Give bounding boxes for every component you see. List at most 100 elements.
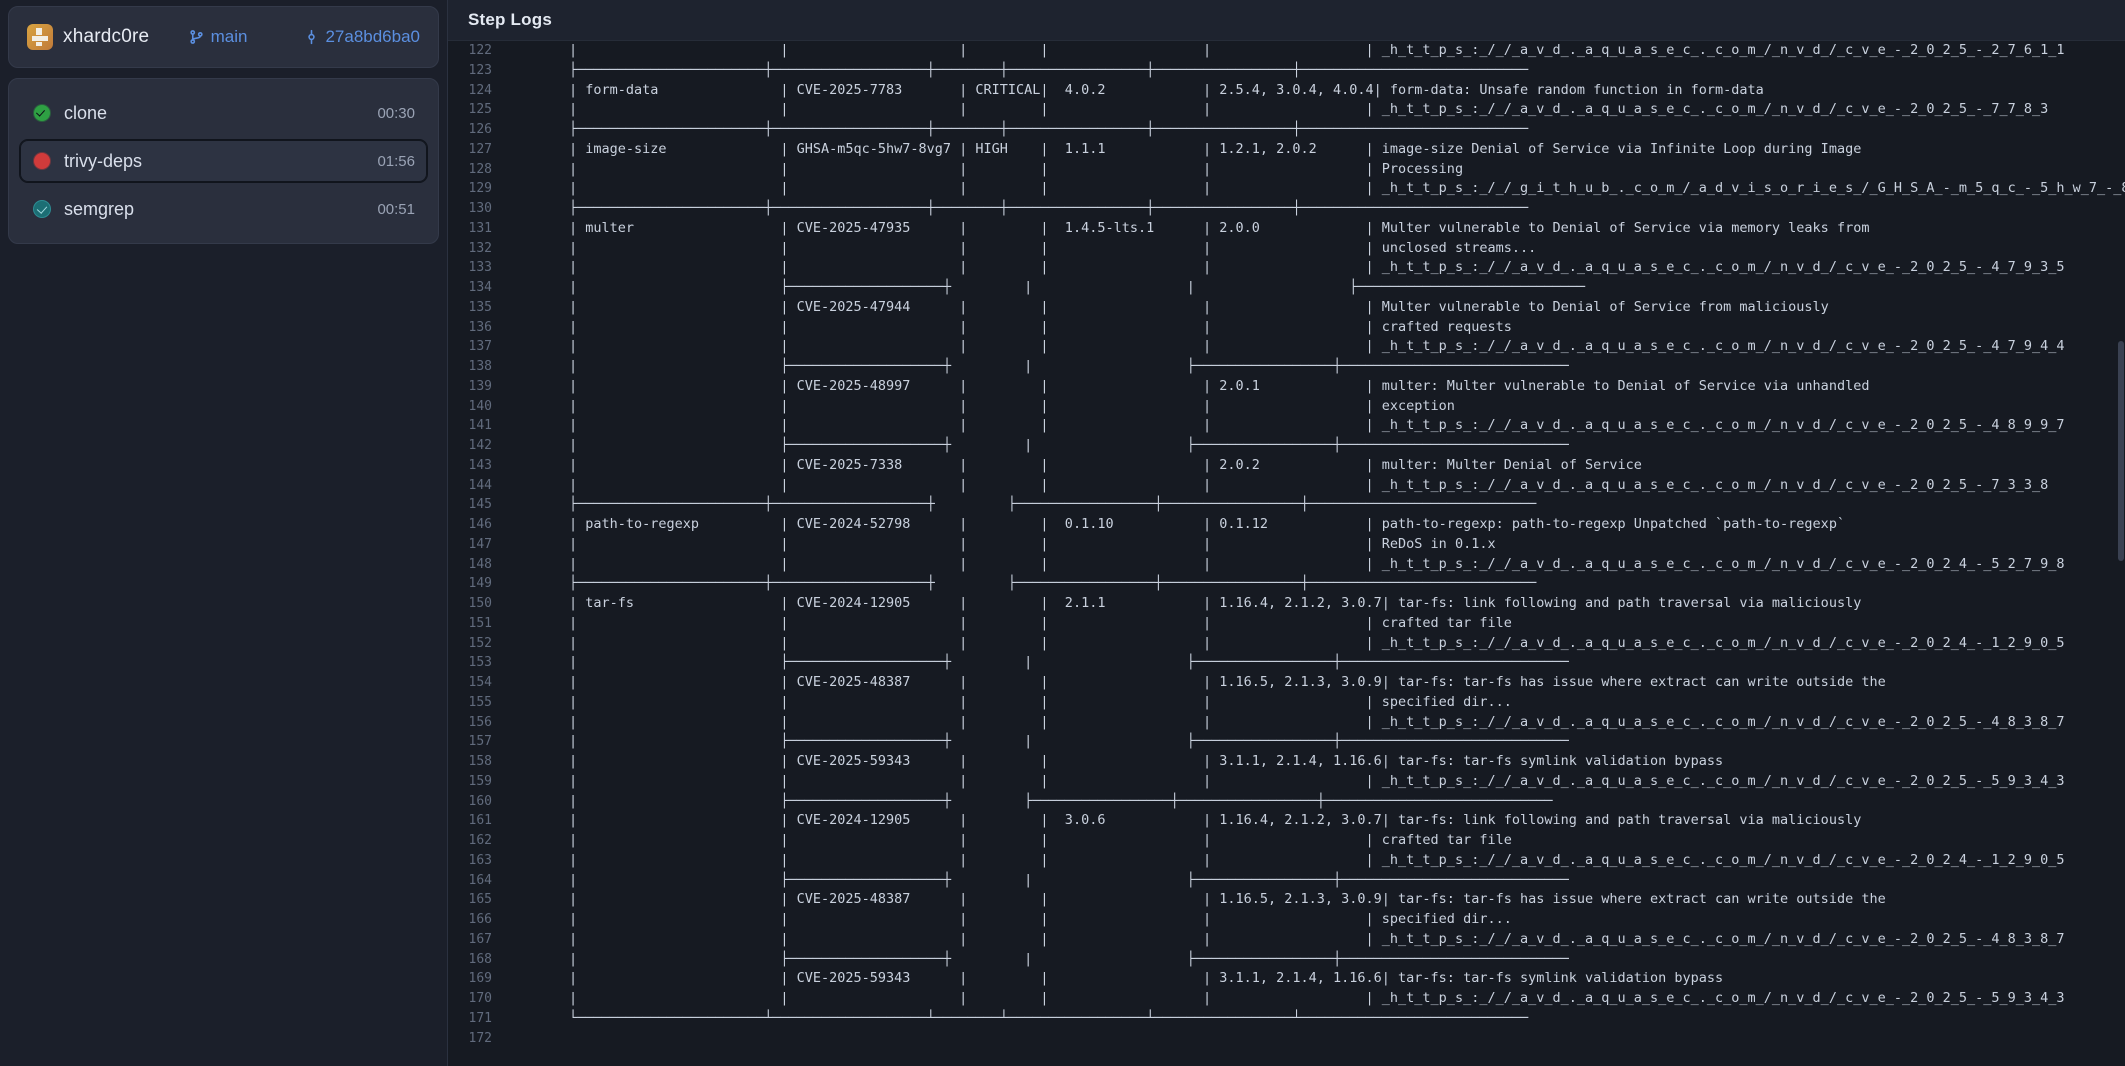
log-line-content: | | CVE-2025-48387 | | | 1.16.5, 2.1.3, …	[504, 891, 1886, 908]
log-line: 139 | | CVE-2025-48997 | | | 2.0.1 | mul…	[448, 377, 2125, 397]
log-line-content: | path-to-regexp | CVE-2024-52798 | | 0.…	[504, 516, 1846, 532]
log-line: 134 | ├───────────────────┼ | | ├───────…	[448, 278, 2125, 298]
log-line-number: 168	[468, 951, 492, 967]
log-line-number: 147	[468, 536, 492, 552]
log-line-content: | | | | | | ̲h̲t̲t̲p̲s̲:̲/̲/̲a̲v̲d̲.̲a̲q…	[504, 476, 2049, 493]
log-line-number: 143	[468, 457, 492, 473]
step-logs-header: Step Logs	[448, 0, 2125, 41]
log-line-number: 141	[468, 418, 492, 434]
log-line-number: 142	[468, 438, 492, 453]
step-name: semgrep	[64, 198, 135, 219]
log-output[interactable]: 122 | | | | | | ̲h̲t̲t̲p̲s̲:̲/̲/̲a̲v̲d̲.…	[448, 41, 2125, 1066]
log-line-number: 169	[468, 971, 492, 987]
log-line-number: 164	[468, 872, 492, 888]
log-line-number: 135	[468, 299, 492, 315]
log-line: 170 | | | | | | ̲h̲t̲t̲p̲s̲:̲/̲/̲a̲v̲d̲.…	[448, 989, 2125, 1009]
log-line: 152 | | | | | | ̲h̲t̲t̲p̲s̲:̲/̲/̲a̲v̲d̲.…	[448, 634, 2125, 654]
commit-indicator[interactable]: 27a8bd6ba0	[305, 27, 420, 47]
commit-sha: 27a8bd6ba0	[325, 27, 420, 46]
log-line-content: | | | | | | ̲h̲t̲t̲p̲s̲:̲/̲/̲g̲i̲t̲h̲u̲b…	[504, 180, 2125, 197]
log-line: 172	[448, 1029, 2125, 1049]
log-line: 147 | | | | | | ReDoS in 0.1.x	[448, 535, 2125, 555]
log-line-content: | ├───────────────────┼ | ├─────────────…	[504, 871, 1569, 888]
log-line-number: 163	[468, 852, 492, 868]
log-line-content: | | | | | | exception	[504, 397, 1455, 414]
log-line-number: 150	[468, 596, 492, 611]
sidebar-step-clone[interactable]: clone 00:30	[19, 91, 428, 135]
step-name: trivy-deps	[64, 150, 143, 171]
sidebar-step-trivy-deps[interactable]: trivy-deps 01:56	[19, 139, 428, 183]
log-line: 154 | | CVE-2025-48387 | | | 1.16.5, 2.1…	[448, 673, 2125, 693]
log-line-number: 132	[468, 240, 492, 256]
log-line-number: 130	[468, 201, 492, 216]
log-line: 155 | | | | | | specified dir...	[448, 693, 2125, 713]
sidebar-step-semgrep[interactable]: semgrep 00:51	[19, 187, 428, 231]
log-line-content: | | | | | | specified dir...	[504, 693, 1512, 710]
log-line: 164 | ├───────────────────┼ | ├─────────…	[448, 871, 2125, 891]
log-line-content: | multer | CVE-2025-47935 | | 1.4.5-lts.…	[504, 219, 1870, 236]
log-line-number: 134	[468, 280, 492, 295]
log-line-number: 157	[468, 734, 492, 750]
log-line-number: 126	[468, 122, 492, 137]
log-line-number: 129	[468, 181, 492, 197]
log-line-content: | | | | | | ̲h̲t̲t̲p̲s̲:̲/̲/̲a̲v̲d̲.̲a̲q…	[504, 772, 2065, 789]
log-line-content: ├───────────────────────┼───────────────…	[504, 121, 1529, 137]
log-line-number: 149	[468, 576, 492, 592]
log-line-content: | | CVE-2025-7338 | | | 2.0.2 | multer: …	[504, 456, 1642, 473]
log-line: 151 | | | | | | crafted tar file	[448, 614, 2125, 634]
log-line: 126 ├───────────────────────┼───────────…	[448, 120, 2125, 140]
log-line: 133 | | | | | | ̲h̲t̲t̲p̲s̲:̲/̲/̲a̲v̲d̲.…	[448, 258, 2125, 278]
page-title: Step Logs	[468, 10, 552, 29]
log-line: 143 | | CVE-2025-7338 | | | 2.0.2 | mult…	[448, 456, 2125, 476]
log-line: 157 | ├───────────────────┼ | ├─────────…	[448, 732, 2125, 752]
log-line-content: | tar-fs | CVE-2024-12905 | | 2.1.1 | 1.…	[504, 595, 1862, 611]
log-line: 135 | | CVE-2025-47944 | | | | Multer vu…	[448, 298, 2125, 318]
log-line: 131 | multer | CVE-2025-47935 | | 1.4.5-…	[448, 219, 2125, 239]
log-line-number: 122	[468, 43, 492, 58]
log-line: 148 | | | | | | ̲h̲t̲t̲p̲s̲:̲/̲/̲a̲v̲d̲.…	[448, 555, 2125, 575]
log-line-number: 124	[468, 82, 492, 98]
log-line: 150 | tar-fs | CVE-2024-12905 | | 2.1.1 …	[448, 594, 2125, 614]
log-line-content: | image-size | GHSA-m5qc-5hw7-8vg7 | HIG…	[504, 140, 1862, 157]
log-line: 165 | | CVE-2025-48387 | | | 1.16.5, 2.1…	[448, 890, 2125, 910]
branch-indicator[interactable]: main	[189, 27, 247, 47]
log-line-content: ├───────────────────────┼───────────────…	[504, 496, 1537, 513]
log-line: 129 | | | | | | ̲h̲t̲t̲p̲s̲:̲/̲/̲g̲i̲t̲h…	[448, 179, 2125, 199]
log-line-content: | | | | | | crafted tar file	[504, 832, 1512, 848]
log-line: 145 ├───────────────────────┼───────────…	[448, 495, 2125, 515]
log-line: 166 | | | | | | specified dir...	[448, 910, 2125, 930]
log-line-content: ├───────────────────────┼───────────────…	[504, 200, 1529, 216]
log-line-number: 160	[468, 793, 492, 809]
step-logs-panel: Step Logs 122 | | | | | | ̲h̲t̲t̲p̲s̲:̲/…	[447, 0, 2125, 1066]
log-line-content: | | | | | | ̲h̲t̲t̲p̲s̲:̲/̲/̲a̲v̲d̲.̲a̲q…	[504, 930, 2065, 947]
log-scrollbar[interactable]	[2117, 41, 2125, 1066]
log-line: 161 | | CVE-2024-12905 | | 3.0.6 | 1.16.…	[448, 811, 2125, 831]
log-scrollbar-thumb[interactable]	[2118, 341, 2124, 561]
log-line: 137 | | | | | | ̲h̲t̲t̲p̲s̲:̲/̲/̲a̲v̲d̲.…	[448, 337, 2125, 357]
log-line: 142 | ├───────────────────┼ | ├─────────…	[448, 436, 2125, 456]
log-line-number: 166	[468, 912, 492, 927]
log-line-number: 144	[468, 477, 492, 493]
log-line-content: | | | | | | ̲h̲t̲t̲p̲s̲:̲/̲/̲a̲v̲d̲.̲a̲q…	[504, 990, 2065, 1006]
log-line-content: | | | | | | ̲h̲t̲t̲p̲s̲:̲/̲/̲a̲v̲d̲.̲a̲q…	[504, 42, 2065, 58]
log-line-content: | ├───────────────────┼ | ├─────────────…	[504, 654, 1569, 671]
log-line: 140 | | | | | | exception	[448, 397, 2125, 417]
log-line-number: 172	[468, 1030, 492, 1046]
log-line-number: 127	[468, 141, 492, 157]
log-line-content: | form-data | CVE-2025-7783 | CRITICAL| …	[504, 81, 1764, 98]
log-line-number: 123	[468, 62, 492, 78]
log-line-number: 165	[468, 892, 492, 908]
log-line-content: | ├───────────────────┼ | | ├───────────…	[504, 279, 1585, 295]
log-line-content: | | | | | | ̲h̲t̲t̲p̲s̲:̲/̲/̲a̲v̲d̲.̲a̲q…	[504, 417, 2065, 434]
log-line: 130 ├───────────────────────┼───────────…	[448, 199, 2125, 219]
log-line-content: | | | | | | ̲h̲t̲t̲p̲s̲:̲/̲/̲a̲v̲d̲.̲a̲q…	[504, 634, 2065, 651]
log-line: 153 | ├───────────────────┼ | ├─────────…	[448, 653, 2125, 673]
log-line-content: | | CVE-2025-48997 | | | 2.0.1 | multer:…	[504, 377, 1870, 394]
log-line: 160 | ├───────────────────┼ ├───────────…	[448, 792, 2125, 812]
log-line: 125 | | | | | | ̲h̲t̲t̲p̲s̲:̲/̲/̲a̲v̲d̲.…	[448, 100, 2125, 120]
log-line-number: 125	[468, 102, 492, 118]
sidebar: xhardc0re main	[0, 0, 447, 1066]
log-line-number: 151	[468, 615, 492, 631]
log-line-content: | | | | | | ̲h̲t̲t̲p̲s̲:̲/̲/̲a̲v̲d̲.̲a̲q…	[504, 259, 2065, 276]
